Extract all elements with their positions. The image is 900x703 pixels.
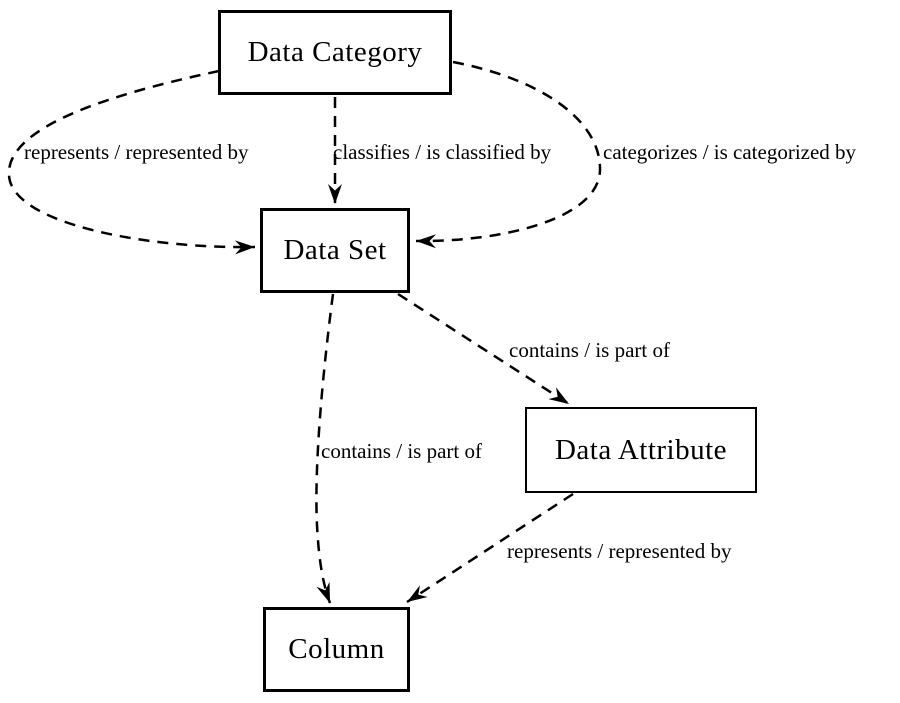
edge-label-contains-column: contains / is part of: [321, 439, 482, 463]
edge-label-categorizes: categorizes / is categorized by: [603, 140, 857, 164]
node-data-attribute: Data Attribute: [525, 407, 757, 493]
edge-label-contains-attribute: contains / is part of: [509, 338, 670, 362]
node-data-attribute-label: Data Attribute: [554, 433, 728, 466]
edge-attribute-represents-column: [406, 492, 574, 604]
node-data-category: Data Category: [218, 10, 452, 95]
edge-category-categorizes-set: [415, 60, 602, 249]
node-data-set: Data Set: [260, 208, 410, 293]
edge-label-classifies: classifies / is classified by: [333, 140, 552, 164]
edge-set-contains-column: [315, 293, 335, 604]
edge-label-represents-bottom: represents / represented by: [507, 539, 732, 563]
node-data-category-label: Data Category: [247, 36, 423, 68]
edge-label-represents-top: represents / represented by: [24, 140, 249, 164]
node-column: Column: [263, 607, 410, 692]
edge-set-contains-attribute: [397, 292, 570, 406]
node-column-label: Column: [288, 633, 385, 665]
edge-category-represents-set: [7, 69, 256, 255]
node-data-set-label: Data Set: [283, 234, 387, 266]
